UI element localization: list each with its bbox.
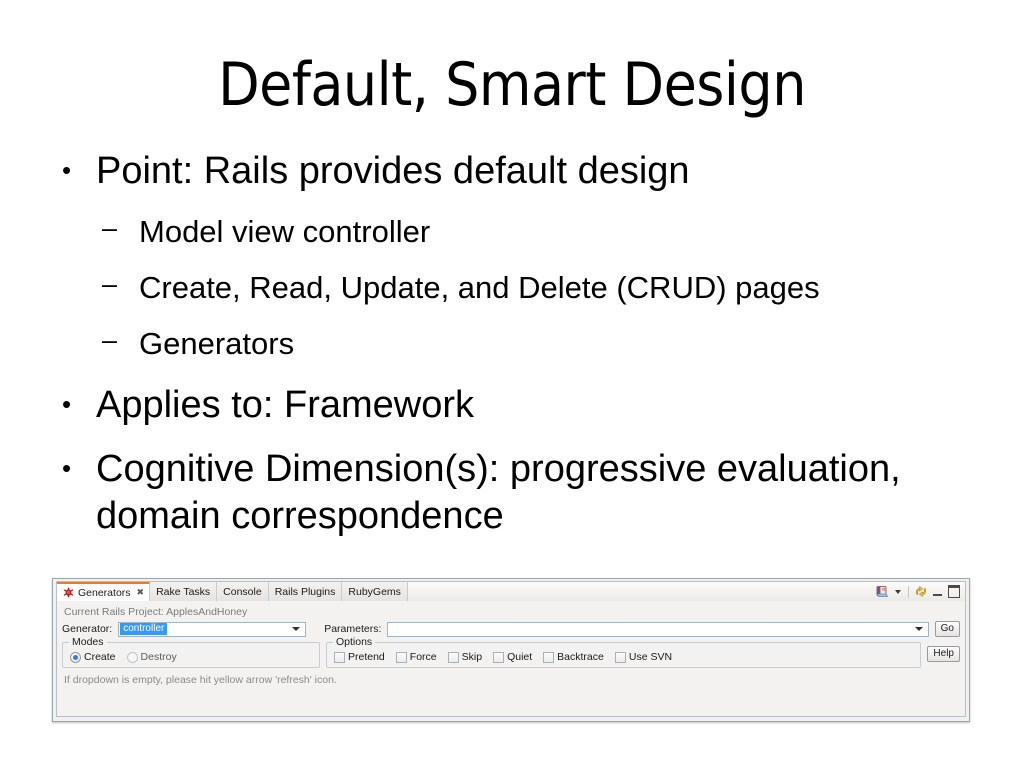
generator-combobox[interactable]: controller (118, 621, 307, 637)
checkbox-backtrace[interactable]: Backtrace (543, 651, 604, 663)
tab-rake-tasks[interactable]: Rake Tasks (150, 582, 218, 601)
toolbar-separator (908, 585, 909, 598)
embedded-eclipse-screenshot: Generators ✖ Rake Tasks Console Rails Pl… (52, 578, 970, 722)
tab-label: Rake Tasks (156, 585, 211, 598)
checkbox-label: Quiet (507, 651, 533, 663)
radio-button-icon (126, 651, 138, 663)
checkbox-skip[interactable]: Skip (447, 651, 483, 663)
checkbox-icon (493, 651, 505, 663)
checkbox-label: Backtrace (557, 651, 604, 663)
bullet-text: Model view controller (139, 213, 431, 249)
bullet-text: Create, Read, Update, and Delete (CRUD) … (139, 269, 820, 305)
tab-label: Console (223, 585, 262, 598)
generator-selected-value: controller (120, 623, 168, 635)
hint-text: If dropdown is empty, please hit yellow … (64, 674, 337, 686)
checkbox-label: Use SVN (628, 651, 673, 663)
radio-button-icon (70, 651, 81, 663)
tab-label: Generators (78, 586, 131, 599)
bullet-item: – Model view controller (102, 212, 982, 252)
slide-body: • Point: Rails provides default design –… (52, 148, 982, 543)
tab-console[interactable]: Console (217, 582, 269, 601)
checkbox-label: Pretend (348, 651, 385, 663)
checkbox-icon (395, 651, 407, 663)
chevron-down-icon[interactable] (895, 589, 901, 594)
checkbox-icon (447, 651, 459, 663)
minimize-icon[interactable] (933, 586, 942, 596)
bullet-item: • Point: Rails provides default design (52, 148, 982, 196)
tab-rails-plugins[interactable]: Rails Plugins (268, 582, 343, 601)
checkbox-label: Force (409, 651, 437, 663)
bullet-marker: • (62, 155, 72, 185)
help-button-wrap: Help (927, 642, 960, 662)
modes-group-title: Modes (69, 636, 107, 648)
radio-create[interactable]: Create (70, 651, 116, 663)
radio-label: Destroy (140, 651, 177, 663)
yellow-refresh-arrow-icon[interactable] (914, 585, 928, 598)
eclipse-view-panel: Generators ✖ Rake Tasks Console Rails Pl… (56, 581, 966, 717)
parameters-combobox[interactable] (387, 621, 929, 637)
checkbox-label: Skip (461, 651, 483, 663)
bullet-text: Cognitive Dimension(s): progressive eval… (96, 447, 901, 538)
bullet-marker: – (102, 325, 118, 356)
options-group-title: Options (333, 636, 376, 648)
modes-group: Modes Create Destroy (62, 636, 320, 668)
radio-destroy[interactable]: Destroy (126, 651, 177, 663)
bullet-text: Generators (139, 326, 295, 362)
checkbox-icon (543, 651, 555, 663)
bullet-marker: – (102, 212, 118, 243)
go-button[interactable]: Go (934, 621, 960, 637)
bullet-text: Applies to: Framework (96, 384, 475, 427)
bullet-item: – Generators (102, 324, 982, 364)
close-icon[interactable]: ✖ (136, 587, 144, 597)
bullet-marker: • (62, 389, 72, 420)
modes-options-row: Modes Create Destroy Options (62, 636, 960, 668)
generator-parameters-row: Generator: controller Parameters: Go (62, 621, 960, 642)
generator-label: Generator: (62, 623, 113, 635)
bullet-text: Point: Rails provides default design (96, 150, 690, 192)
checkbox-use-svn[interactable]: Use SVN (614, 651, 673, 663)
checkbox-icon (334, 651, 345, 663)
svg-text:R: R (882, 587, 886, 592)
help-button[interactable]: Help (927, 646, 960, 662)
bullet-item: • Cognitive Dimension(s): progressive ev… (52, 446, 982, 541)
checkbox-pretend[interactable]: Pretend (334, 651, 385, 663)
current-project-label: Current Rails Project: ApplesAndHoney (64, 606, 248, 618)
bullet-item: – Create, Read, Update, and Delete (CRUD… (102, 268, 982, 308)
maximize-icon[interactable] (948, 585, 960, 598)
page-title: Default, Smart Design (218, 50, 806, 120)
bullet-marker: • (62, 452, 72, 483)
options-group: Options Pretend Force Skip (326, 636, 922, 668)
tab-rubygems[interactable]: RubyGems (342, 582, 408, 601)
chevron-down-icon[interactable] (914, 627, 923, 631)
bullet-item: • Applies to: Framework (52, 382, 982, 430)
tab-label: RubyGems (348, 585, 401, 598)
bullet-marker: – (102, 268, 118, 299)
eclipse-tab-bar: Generators ✖ Rake Tasks Console Rails Pl… (57, 582, 965, 602)
chevron-down-icon[interactable] (292, 627, 301, 631)
parameters-label: Parameters: (324, 623, 382, 635)
checkbox-force[interactable]: Force (395, 651, 437, 663)
checkbox-icon (614, 651, 626, 663)
tab-bar-filler (408, 582, 874, 601)
view-menu-icon[interactable]: R (876, 585, 890, 598)
radio-label: Create (84, 651, 116, 663)
generators-view-body: Current Rails Project: ApplesAndHoney Ge… (57, 601, 965, 716)
red-bug-icon (63, 587, 74, 598)
tab-generators[interactable]: Generators ✖ (57, 582, 151, 601)
tab-label: Rails Plugins (274, 585, 336, 598)
checkbox-quiet[interactable]: Quiet (493, 651, 532, 663)
view-toolbar: R (874, 582, 965, 601)
